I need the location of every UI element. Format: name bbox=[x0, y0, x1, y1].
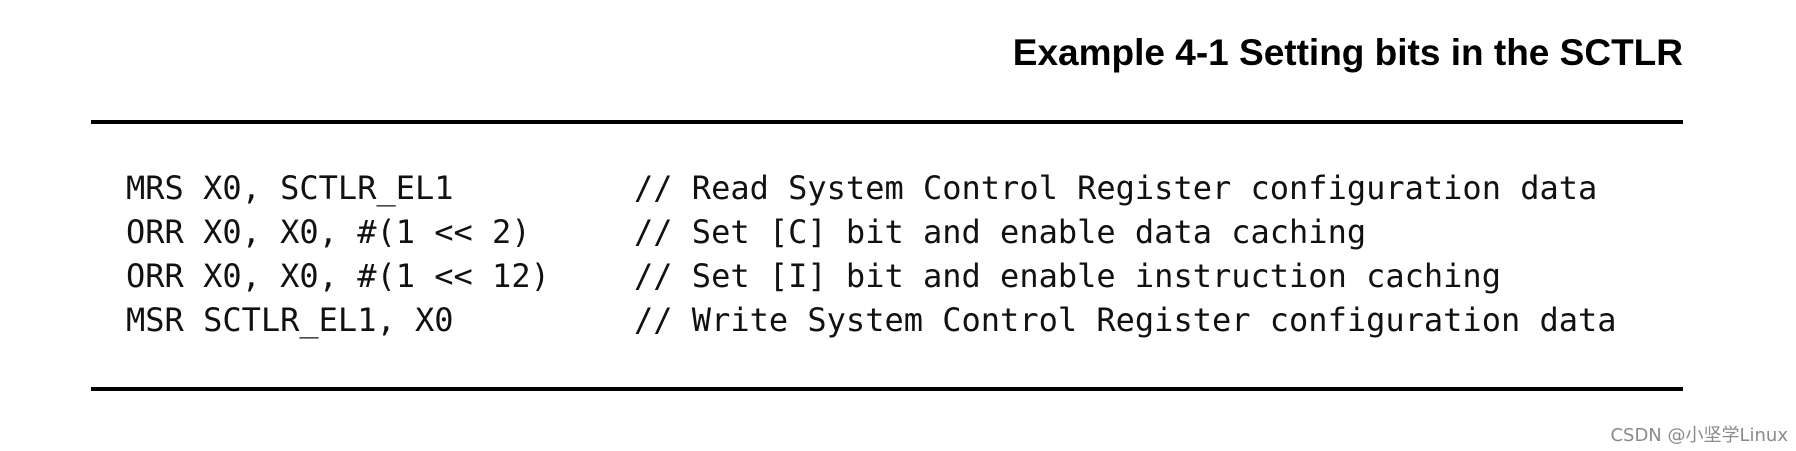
code-line-2: ORR X0, X0, #(1 << 2) // Set [C] bit and … bbox=[126, 210, 1617, 254]
code-line-1: MRS X0, SCTLR_EL1 // Read System Control … bbox=[126, 166, 1617, 210]
code-instruction: MRS X0, SCTLR_EL1 bbox=[126, 169, 454, 207]
code-comment: // Set [I] bit and enable instruction ca… bbox=[634, 257, 1501, 295]
example-title: Example 4-1 Setting bits in the SCTLR bbox=[1012, 32, 1683, 73]
code-comment: // Set [C] bit and enable data caching bbox=[634, 213, 1367, 251]
code-instruction: ORR X0, X0, #(1 << 2) bbox=[126, 213, 531, 251]
top-rule bbox=[91, 120, 1683, 124]
watermark: CSDN @小坚学Linux bbox=[1610, 425, 1788, 446]
code-line-4: MSR SCTLR_EL1, X0 // Write System Control… bbox=[126, 298, 1617, 342]
code-block: MRS X0, SCTLR_EL1 // Read System Control … bbox=[126, 166, 1617, 342]
code-comment: // Write System Control Register configu… bbox=[634, 301, 1617, 339]
code-comment: // Read System Control Register configur… bbox=[634, 169, 1598, 207]
bottom-rule bbox=[91, 387, 1683, 391]
code-instruction: MSR SCTLR_EL1, X0 bbox=[126, 301, 454, 339]
code-instruction: ORR X0, X0, #(1 << 12) bbox=[126, 257, 550, 295]
code-line-3: ORR X0, X0, #(1 << 12) // Set [I] bit and… bbox=[126, 254, 1617, 298]
